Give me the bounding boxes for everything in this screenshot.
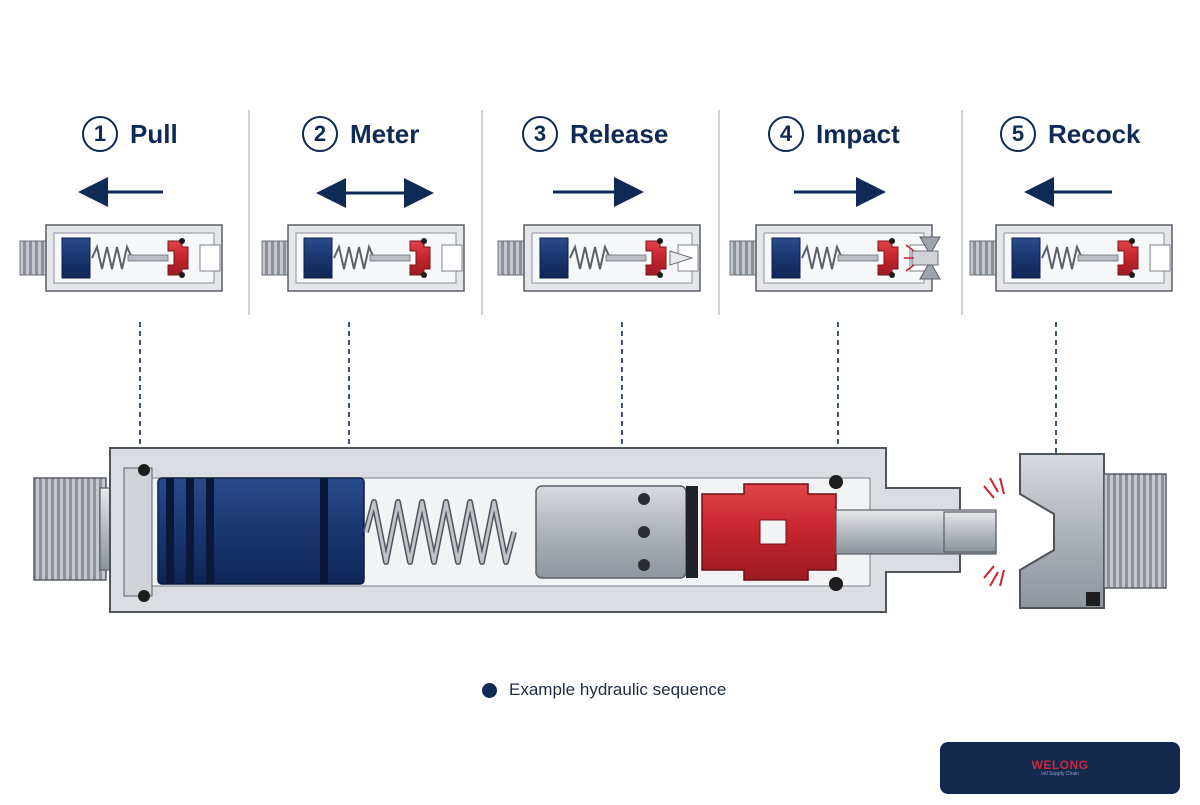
step-number: 2 — [302, 116, 338, 152]
step-label: Impact — [816, 118, 900, 149]
step-release: 3 Release — [522, 112, 668, 156]
legend-label: Example hydraulic sequence — [509, 680, 727, 699]
mini-tool-recock — [969, 224, 1173, 292]
mini-tool-meter — [261, 224, 465, 292]
brand-badge: WELONG Intl Supply Chain — [940, 742, 1180, 794]
legend-dot-icon — [482, 682, 497, 698]
main-tool-assembly — [33, 447, 997, 613]
step-number: 4 — [768, 116, 804, 152]
step-pull: 1 Pull — [82, 112, 178, 156]
legend: Example hydraulic sequence — [482, 678, 726, 702]
left-thread — [33, 477, 107, 581]
step-label: Release — [570, 118, 669, 149]
badge-name: WELONG — [1031, 758, 1089, 772]
step-meter: 2 Meter — [302, 112, 419, 156]
recock-fitting — [1019, 453, 1167, 609]
badge-subtitle: Intl Supply Chain — [1041, 771, 1079, 777]
spark-icon — [904, 244, 915, 272]
target-anvil — [919, 236, 941, 280]
impact-spark-icon — [983, 477, 1005, 587]
direction-arrows — [78, 177, 1112, 208]
step-number: 1 — [82, 116, 118, 152]
mini-tool-impact — [729, 224, 941, 292]
step-number: 3 — [522, 116, 558, 152]
step-label: Meter — [350, 118, 420, 149]
step-number: 5 — [1000, 116, 1036, 152]
step-label: Recock — [1048, 118, 1141, 149]
step-recock: 5 Recock — [1000, 112, 1141, 156]
valve-block — [535, 485, 687, 579]
step-label: Pull — [130, 118, 178, 149]
step-impact: 4 Impact — [768, 112, 900, 156]
mini-tool-pull — [19, 224, 223, 292]
mini-tool-release — [497, 224, 701, 292]
column-dividers — [248, 110, 963, 315]
